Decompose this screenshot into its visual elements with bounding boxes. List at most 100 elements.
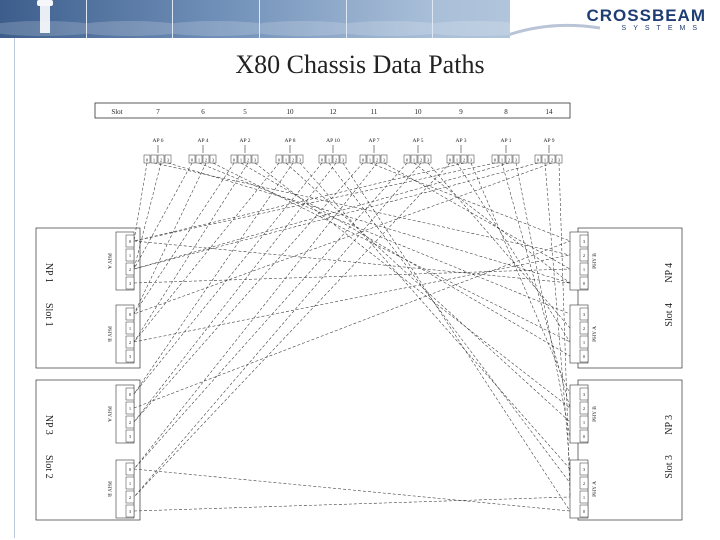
ap-port-label: 3 bbox=[299, 158, 302, 163]
ap-port-label: 1 bbox=[369, 158, 371, 163]
ap-port-label: 1 bbox=[285, 158, 287, 163]
data-path-line bbox=[254, 162, 571, 409]
phy-port-label: 3 bbox=[129, 509, 132, 514]
data-path-line bbox=[133, 468, 571, 512]
data-path-line bbox=[133, 162, 162, 270]
data-path-line bbox=[212, 162, 571, 343]
phy-port-box bbox=[579, 307, 589, 321]
data-path-line bbox=[133, 162, 249, 343]
data-path-line bbox=[299, 162, 571, 470]
phy-port-box bbox=[125, 248, 135, 262]
np-card-name: NP 1 bbox=[43, 263, 54, 283]
phy-port-box bbox=[579, 401, 589, 415]
data-path-line bbox=[285, 162, 571, 423]
phy-port-box bbox=[579, 349, 589, 363]
phy-port-box bbox=[579, 387, 589, 401]
phy-port-label: 1 bbox=[583, 340, 585, 345]
phy-port-label: 1 bbox=[583, 420, 585, 425]
ap-port-label: 3 bbox=[427, 158, 430, 163]
ap-port-label: 3 bbox=[515, 158, 518, 163]
np-card-slot: Slot 1 bbox=[43, 303, 54, 327]
data-path-line bbox=[558, 162, 571, 498]
phy-port-box bbox=[579, 276, 589, 290]
slot-number: 10 bbox=[287, 108, 295, 116]
phy-port-label: 1 bbox=[129, 481, 131, 486]
phy-switch-label: PHY A bbox=[592, 326, 598, 342]
phy-port-label: 2 bbox=[583, 253, 585, 258]
ap-port-label: 0 bbox=[406, 158, 409, 163]
phy-port-box bbox=[579, 476, 589, 490]
data-path-line bbox=[515, 162, 571, 437]
phy-port-box bbox=[579, 462, 589, 476]
np-card-slot: Slot 3 bbox=[664, 455, 675, 479]
ap-port-label: 0 bbox=[449, 158, 452, 163]
header-tile bbox=[86, 0, 174, 38]
phy-switch-label: PHY B bbox=[106, 481, 112, 497]
header-tile bbox=[346, 0, 434, 38]
logo-swoosh-icon bbox=[510, 23, 601, 36]
data-path-line bbox=[133, 240, 571, 284]
ap-module-label: AP 2 bbox=[240, 138, 251, 144]
data-path-line bbox=[133, 254, 571, 343]
phy-port-label: 0 bbox=[583, 354, 586, 359]
ap-module-label: AP 7 bbox=[369, 138, 380, 144]
lighthouse-image bbox=[37, 0, 53, 33]
ap-port-label: 0 bbox=[494, 158, 497, 163]
ap-module-label: AP 4 bbox=[198, 138, 209, 144]
data-path-line bbox=[133, 162, 148, 242]
phy-port-label: 1 bbox=[129, 326, 131, 331]
phy-port-label: 3 bbox=[129, 434, 132, 439]
ap-port-label: 0 bbox=[362, 158, 365, 163]
phy-port-label: 3 bbox=[583, 239, 586, 244]
ap-port-label: 0 bbox=[537, 158, 540, 163]
data-path-line bbox=[133, 162, 451, 498]
brand-tagline: SYSTEMS bbox=[621, 25, 704, 32]
np-card-frame bbox=[577, 227, 683, 369]
data-path-line bbox=[167, 162, 571, 284]
slot-number: 9 bbox=[459, 108, 463, 116]
phy-port-box bbox=[579, 490, 589, 504]
phy-port-label: 1 bbox=[129, 253, 131, 258]
data-path-line bbox=[369, 162, 571, 242]
ap-port-label: 2 bbox=[551, 158, 553, 163]
slot-number: 7 bbox=[156, 108, 160, 116]
ap-port-label: 0 bbox=[321, 158, 324, 163]
data-path-line bbox=[133, 162, 408, 470]
data-path-line bbox=[133, 240, 571, 409]
ap-port-label: 2 bbox=[376, 158, 378, 163]
phy-port-label: 0 bbox=[583, 281, 586, 286]
phy-switch-label: PHY A bbox=[106, 253, 112, 269]
phy-port-box bbox=[125, 429, 135, 443]
ap-module-label: AP 8 bbox=[285, 138, 296, 144]
slot-number: 5 bbox=[243, 108, 247, 116]
slot-number: 10 bbox=[415, 108, 423, 116]
phy-port-box bbox=[125, 476, 135, 490]
phy-port-label: 2 bbox=[129, 495, 131, 500]
sidebar-divider bbox=[14, 38, 15, 538]
ap-port-label: 2 bbox=[508, 158, 510, 163]
phy-port-box bbox=[125, 490, 135, 504]
phy-port-box bbox=[579, 335, 589, 349]
ap-port-label: 2 bbox=[335, 158, 337, 163]
data-path-line bbox=[456, 162, 571, 343]
data-path-line bbox=[133, 162, 207, 315]
phy-port-box bbox=[125, 321, 135, 335]
phy-switch-label: PHY B bbox=[106, 326, 112, 342]
header-tile bbox=[173, 0, 261, 38]
phy-port-label: 1 bbox=[129, 406, 131, 411]
ap-port-label: 2 bbox=[247, 158, 249, 163]
data-path-line bbox=[544, 162, 571, 470]
data-path-line bbox=[133, 162, 364, 423]
page-title: X80 Chassis Data Paths bbox=[235, 50, 485, 79]
phy-switch-label: PHY A bbox=[592, 481, 598, 497]
brand-logo: CROSSBEAM SYSTEMS bbox=[510, 0, 720, 38]
ap-module-label: AP 5 bbox=[413, 138, 424, 144]
ap-port-label: 2 bbox=[205, 158, 207, 163]
phy-port-box bbox=[579, 262, 589, 276]
slot-number: 8 bbox=[504, 108, 508, 116]
data-path-line bbox=[133, 162, 496, 242]
data-path-line bbox=[133, 162, 235, 315]
data-path-line bbox=[342, 162, 571, 512]
phy-port-label: 3 bbox=[583, 392, 586, 397]
